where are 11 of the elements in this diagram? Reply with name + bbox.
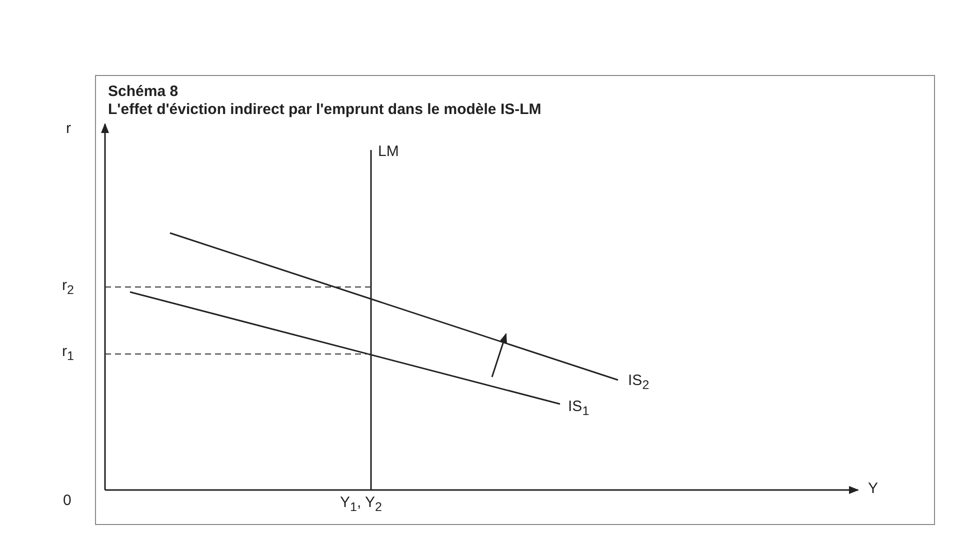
axis-label: Y [868,480,878,497]
curve-label: IS$_{2}$ [628,372,650,392]
curve-label: IS$_{1}$ [568,398,590,418]
figure-subtitle: L'effet d'éviction indirect par l'emprunt dans le modèle IS-LM [108,101,542,118]
axis-tick-label: r$_{1}$ [62,343,74,363]
axis-label: r [66,120,71,137]
figure-title: Schéma 8 [108,83,178,100]
curve-label: LM [378,143,399,160]
axis-tick-label: Y$_{1}$, Y$_{2}$ [340,494,382,514]
axis-tick-label: r$_{2}$ [62,277,74,297]
origin-label: 0 [63,492,72,509]
